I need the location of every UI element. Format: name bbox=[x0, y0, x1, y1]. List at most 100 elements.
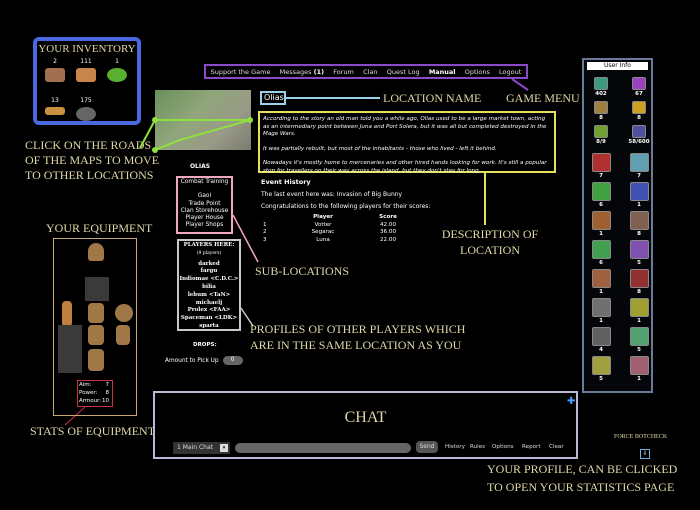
player[interactable]: Luna bbox=[316, 236, 330, 243]
menu-logout[interactable]: Logout bbox=[499, 67, 522, 76]
chat-report-link[interactable]: Report bbox=[522, 444, 541, 450]
anno-line: OF THE MAPS TO MOVE bbox=[25, 153, 160, 167]
equipment-panel bbox=[53, 238, 137, 416]
event-history-title: Event History bbox=[261, 178, 311, 186]
skill-item[interactable]: 5 bbox=[627, 240, 651, 266]
send-button[interactable]: Send bbox=[416, 441, 438, 453]
skill-item[interactable]: 1 bbox=[627, 182, 651, 208]
item-count: 2 bbox=[53, 58, 57, 65]
chat-options-link[interactable]: Options bbox=[492, 444, 514, 450]
skill-item[interactable]: 8 bbox=[627, 211, 651, 237]
weapon-slot[interactable] bbox=[62, 301, 72, 327]
chat-input[interactable] bbox=[235, 443, 411, 453]
player-link[interactable]: Indiomae <C.D.C.> bbox=[179, 276, 239, 283]
expand-chat-icon[interactable]: ✚ bbox=[567, 396, 576, 407]
skill-item[interactable]: 1 bbox=[589, 211, 613, 237]
player-link[interactable]: michaelj bbox=[195, 299, 223, 306]
game-menu-annotation: GAME MENU bbox=[506, 91, 580, 105]
skill-item[interactable]: 1 bbox=[589, 298, 613, 324]
menu-support[interactable]: Support the Game bbox=[210, 67, 271, 76]
chat-channel-value: 1 Main Chat bbox=[177, 444, 213, 451]
user-stat[interactable]: 58/600 bbox=[627, 125, 651, 145]
player-link[interactable]: lebum <TaN> bbox=[187, 291, 231, 298]
skill-item[interactable]: 6 bbox=[589, 182, 613, 208]
ring2-slot[interactable] bbox=[58, 349, 82, 373]
skill-item[interactable]: 1 bbox=[627, 298, 651, 324]
menu-forum[interactable]: Forum bbox=[333, 67, 354, 76]
sublocation-combat-training[interactable]: Combat Training bbox=[180, 179, 229, 185]
menu-messages[interactable]: Messages (1) bbox=[280, 68, 324, 76]
profile-icon[interactable]: ⇩ bbox=[640, 449, 650, 459]
player-link[interactable]: Prolex <FAA> bbox=[187, 307, 231, 314]
anno-line: CLICK ON THE ROADS bbox=[25, 138, 152, 152]
boots-slot[interactable] bbox=[88, 349, 104, 371]
item-count: 111 bbox=[80, 58, 92, 65]
stat-label: Aim: bbox=[79, 382, 92, 388]
sublocation-player-house[interactable]: Player House bbox=[185, 215, 224, 222]
sub-locations: Combat Training Gaol Trade Point Clan St… bbox=[176, 176, 233, 234]
stat-value: 8/9 bbox=[596, 139, 606, 145]
skill-item[interactable]: 7 bbox=[589, 153, 613, 179]
header-score: Score bbox=[379, 214, 397, 220]
inventory-item-ingot[interactable]: 111 bbox=[74, 58, 98, 82]
user-stat[interactable]: 8 bbox=[627, 101, 651, 121]
skill-icon bbox=[629, 153, 649, 172]
user-stat[interactable]: 8/9 bbox=[589, 125, 613, 145]
amulet-slot[interactable] bbox=[85, 277, 109, 301]
inventory-item-herb[interactable]: 1 bbox=[105, 58, 129, 82]
menu-options[interactable]: Options bbox=[464, 67, 490, 76]
stat-armour: Armour:10 bbox=[79, 397, 112, 405]
user-stat[interactable]: 402 bbox=[589, 77, 613, 97]
player-link[interactable]: Spaceman <LDK> bbox=[180, 315, 238, 322]
anno-line: ARE IN THE SAME LOCATION AS YOU bbox=[250, 338, 462, 352]
skill-item[interactable]: 5 bbox=[589, 356, 613, 382]
skill-item[interactable]: 8 bbox=[627, 269, 651, 295]
player-link[interactable]: sparta bbox=[199, 322, 219, 329]
player[interactable]: Votter bbox=[314, 221, 332, 228]
ring-slot[interactable] bbox=[58, 325, 82, 349]
equipment-annotation: YOUR EQUIPMENT bbox=[46, 221, 153, 235]
pickup-amount-input[interactable]: 0 bbox=[222, 356, 243, 365]
menu-manual[interactable]: Manual bbox=[428, 67, 456, 76]
skill-item[interactable]: 6 bbox=[589, 240, 613, 266]
description-paragraph: According to the story an old man told y… bbox=[263, 116, 547, 137]
inventory-item-ore[interactable]: 175 bbox=[74, 97, 98, 121]
chat-channel-select[interactable]: 1 Main Chat▾ bbox=[173, 442, 230, 454]
chat-rules-link[interactable]: Rules bbox=[470, 444, 486, 450]
stat-aim: Aim:7 bbox=[79, 381, 112, 389]
menu-messages-label: Messages bbox=[279, 67, 312, 76]
sublocation-player-shops[interactable]: Player Shops bbox=[185, 222, 224, 229]
chat-clear-link[interactable]: Clear bbox=[549, 444, 564, 450]
inventory-item-arrows[interactable]: 13 bbox=[43, 97, 67, 115]
anno-line: TO OTHER LOCATIONS bbox=[25, 168, 154, 182]
player-link[interactable]: darked bbox=[198, 260, 220, 267]
skill-item[interactable]: 4 bbox=[589, 327, 613, 353]
skill-item[interactable]: 1 bbox=[627, 356, 651, 382]
armour-slot[interactable] bbox=[88, 303, 104, 323]
skill-item[interactable]: 7 bbox=[627, 153, 651, 179]
shield-slot[interactable] bbox=[115, 304, 133, 322]
event-last: The last event here was: Invasion of Big… bbox=[261, 191, 403, 198]
anno-line: LOCATION bbox=[460, 243, 520, 257]
gloves-slot[interactable] bbox=[116, 325, 130, 345]
inventory-item-wood[interactable]: 2 bbox=[43, 58, 67, 82]
legs-slot[interactable] bbox=[88, 325, 104, 345]
helmet-slot[interactable] bbox=[88, 243, 104, 261]
user-stat[interactable]: 8 bbox=[589, 101, 613, 121]
pickup-label: Amount to Pick Up bbox=[165, 357, 219, 364]
sublocation-clan-storehouse[interactable]: Clan Storehouse bbox=[180, 207, 229, 214]
menu-quest-log[interactable]: Quest Log bbox=[386, 67, 420, 76]
player-link[interactable]: fargu bbox=[200, 268, 218, 275]
user-stat[interactable]: 67 bbox=[627, 77, 651, 97]
skill-level: 1 bbox=[637, 202, 641, 208]
player[interactable]: Segarac bbox=[311, 229, 335, 235]
sublocation-gaol[interactable]: Gaol bbox=[197, 193, 212, 200]
skill-item[interactable]: 1 bbox=[589, 269, 613, 295]
player-link[interactable]: bilia bbox=[202, 283, 216, 290]
skill-item[interactable]: 5 bbox=[627, 327, 651, 353]
menu-clan[interactable]: Clan bbox=[363, 67, 378, 76]
chat-history-link[interactable]: History bbox=[445, 444, 465, 450]
sublocation-trade-point[interactable]: Trade Point bbox=[188, 200, 221, 207]
